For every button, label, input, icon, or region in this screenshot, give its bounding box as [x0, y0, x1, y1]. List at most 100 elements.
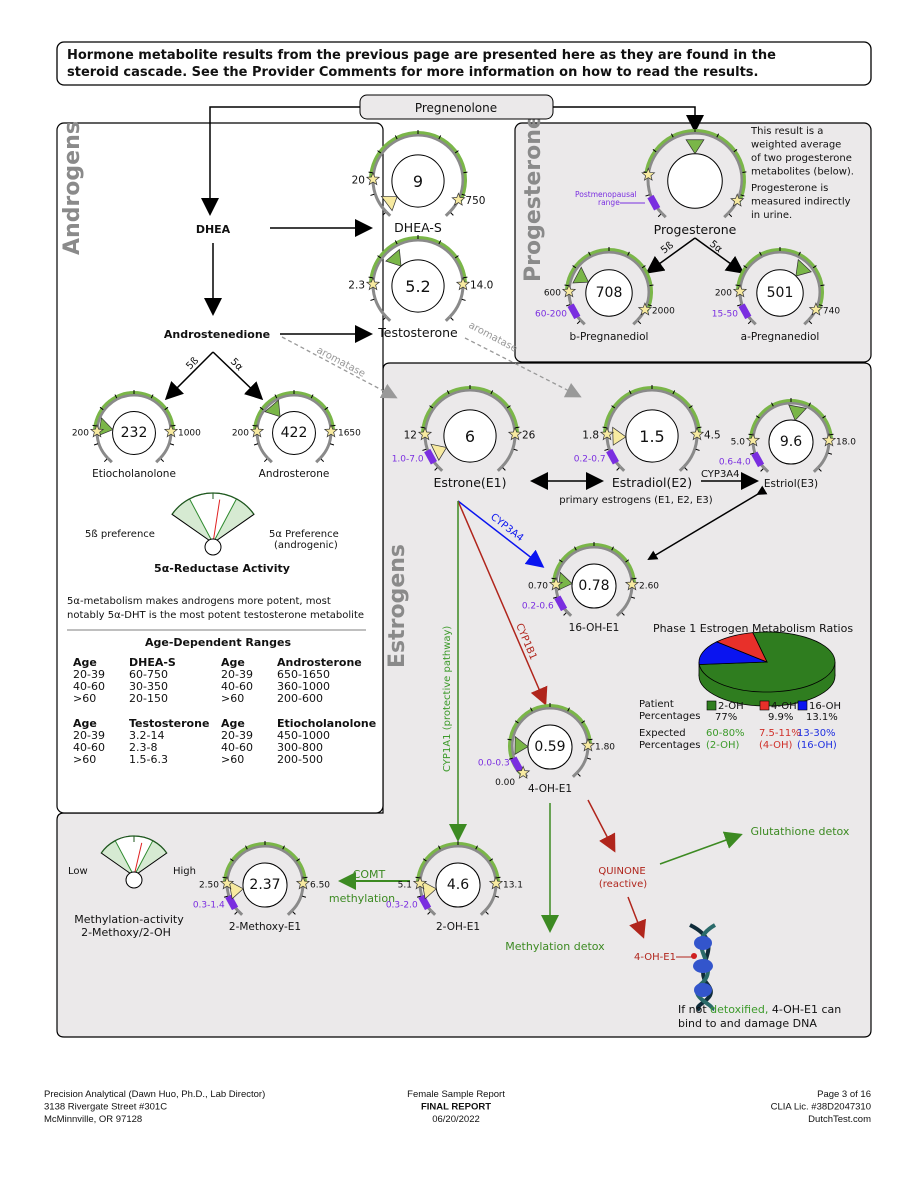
gauge-arc	[751, 401, 831, 469]
gauge-end	[385, 210, 392, 217]
postmenopausal-range-marker	[554, 595, 568, 612]
gauge-tick	[331, 424, 336, 427]
fan-boundary	[212, 498, 237, 544]
gauge-arc	[738, 250, 822, 322]
gauge-value: 9.6	[780, 434, 802, 450]
postmenopausal-range-label: 15-50	[712, 309, 738, 319]
gauge-end	[155, 457, 162, 464]
arrow-pregnenolone-progesterone	[553, 106, 704, 133]
gauge-high-label: 18.0	[836, 437, 856, 447]
postmenopausal-range-marker	[647, 194, 661, 211]
gauge-oh4-e1: 0.0-0.30.001.800.594-OH-E1	[478, 703, 615, 795]
gauge-tick	[475, 845, 478, 850]
expected-label-1: Expected	[639, 728, 686, 739]
footer-right-line: DutchTest.com	[808, 1114, 871, 1125]
expected-percentage: 60-80%	[706, 728, 745, 739]
gauge-value-circle	[585, 269, 633, 317]
gauge-high-label: 4.5	[704, 429, 721, 441]
gauge-low-star	[249, 423, 265, 438]
gauge-low-label: 5.0	[731, 437, 746, 447]
gauge-pointer	[430, 443, 448, 461]
gauge-tick	[697, 426, 702, 429]
arrow-to-quinone	[587, 799, 616, 853]
5a-reductase-title: 5α-Reductase Activity	[154, 562, 290, 575]
footer-right-line: Page 3 of 16	[817, 1089, 871, 1100]
gauge-high-label: 740	[823, 307, 840, 317]
gauge-end	[496, 465, 503, 472]
gauge-tick	[572, 265, 577, 269]
postmenopausal-range-label: 1.0-7.0	[392, 455, 424, 465]
age-table-header: Age	[221, 656, 245, 669]
gauge-tick	[558, 559, 563, 563]
gauge-tick	[670, 133, 674, 138]
gauge-low-star	[365, 276, 381, 291]
gauge-tick	[494, 895, 500, 898]
age-table-cell: 360-1000	[277, 680, 330, 693]
patient-percentage: 13.1%	[806, 712, 838, 723]
gauge-tick	[616, 467, 620, 471]
progesterone-note-line: measured indirectly	[751, 197, 851, 208]
gauge-value: 1.5	[639, 427, 664, 446]
arrow-cyp1b1-4ohe1	[457, 500, 548, 706]
gauge-arc	[423, 388, 517, 468]
gauge-pointer	[228, 880, 244, 900]
age-table-cell: 200-600	[277, 692, 323, 705]
progesterone-note-line: metabolites (below).	[751, 167, 854, 178]
gauge-tick	[368, 276, 373, 279]
gauge-value-circle	[571, 563, 617, 609]
arrow-5b-etiocholanolone	[164, 351, 214, 401]
header-box	[56, 41, 872, 86]
gauge-high-star	[323, 423, 339, 438]
gauge-tick	[611, 405, 616, 409]
gauge-high-label: 2000	[652, 307, 675, 317]
gauge-tick	[652, 149, 657, 153]
gauge-tick	[695, 448, 700, 451]
gauge-arc	[605, 388, 699, 468]
gauge-tick	[740, 194, 745, 197]
gauge-low-star	[417, 426, 433, 441]
gauge-tick	[496, 876, 501, 879]
gauge-pointer	[572, 266, 590, 284]
gauge-tick	[808, 402, 811, 407]
gauge-tick	[530, 707, 533, 712]
gauge-name: DHEA-S	[394, 220, 442, 235]
age-table-header: DHEA-S	[129, 656, 176, 669]
androgens-panel	[56, 122, 384, 814]
gauge-tick	[461, 193, 466, 196]
gauge-tick	[684, 467, 688, 471]
gauge-tick	[329, 443, 335, 446]
gauge-high-label: 1000	[178, 428, 201, 438]
fan-hub	[125, 871, 143, 889]
gauge-high-star	[507, 426, 523, 441]
gauge-high-label: 26	[522, 429, 536, 441]
header-line-1: Hormone metabolite results from the prev…	[67, 48, 776, 63]
gauge-tick	[245, 845, 248, 850]
gauge-end	[812, 466, 819, 473]
gauge-end	[266, 457, 273, 464]
gauge-high-label: 6.50	[310, 880, 330, 890]
warn-green: detoxified,	[710, 1003, 768, 1016]
postmenopausal-range-marker	[606, 448, 620, 465]
fan-boundary	[189, 498, 214, 544]
gauge-end	[385, 315, 392, 322]
footer-right-line: CLIA Lic. #38D2047310	[771, 1102, 871, 1113]
gauge-tick	[296, 858, 301, 862]
gauge-tick	[438, 240, 442, 245]
arrow-5a-apregnanediol	[694, 237, 745, 274]
gauge-progesterone: Progesterone	[641, 128, 747, 237]
gauge-tick	[749, 452, 755, 455]
gauge-tick	[274, 394, 278, 399]
gauge-value: 4.6	[447, 877, 469, 893]
gauge-end	[566, 610, 573, 617]
gauge-tick	[645, 194, 650, 197]
gauge-normal-range-arc	[644, 129, 746, 203]
gauge-pointer	[385, 248, 402, 267]
postmenopausal-range-marker	[567, 303, 581, 320]
gauge-name: Androsterone	[259, 468, 330, 480]
gauge-tick	[822, 415, 827, 419]
age-table-cell: >60	[221, 692, 244, 705]
